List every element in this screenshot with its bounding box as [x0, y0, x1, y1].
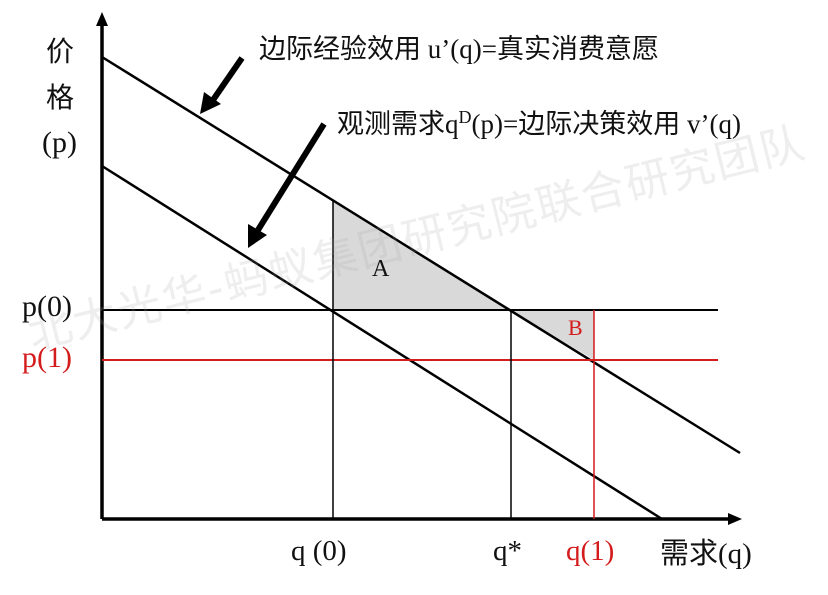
- lower-curve-observed-demand: [101, 164, 663, 521]
- lower-curve-pointer-arrow: [255, 122, 327, 232]
- qstar-label: q*: [493, 535, 522, 567]
- y-axis-label-char2: 格: [46, 81, 75, 114]
- region-b-label: B: [568, 315, 583, 340]
- lower-curve-label-superscript: D: [458, 107, 472, 127]
- region-a-label: A: [372, 256, 390, 282]
- lower-curve-label-prefix: 观测需求q: [337, 109, 459, 139]
- upper-curve-label: 边际经验效用 u’(q)=真实消费意愿: [259, 34, 659, 64]
- upper-curve-pointer-arrow: [210, 56, 245, 102]
- upper-curve-marginal-experienced-utility: [101, 55, 741, 455]
- upper-curve-pointer-arrowhead-icon: [200, 92, 221, 114]
- x-axis-label: 需求(q): [660, 538, 752, 570]
- x-axis-arrow-icon: [728, 513, 742, 525]
- lower-curve-label: 观测需求qD(p)=边际决策效用 v’(q): [337, 108, 741, 139]
- q1-label: q(1): [566, 535, 615, 567]
- q0-label: q (0): [291, 535, 347, 567]
- y-axis-arrow-icon: [96, 12, 108, 26]
- y-axis-label-symbol: (p): [42, 126, 77, 159]
- p1-label: p(1): [22, 341, 72, 374]
- lower-curve-label-suffix: (p)=边际决策效用 v’(q): [471, 109, 741, 139]
- lower-curve-pointer-arrowhead-icon: [248, 224, 267, 248]
- p0-label: p(0): [22, 290, 72, 323]
- y-axis-label-char1: 价: [46, 35, 75, 68]
